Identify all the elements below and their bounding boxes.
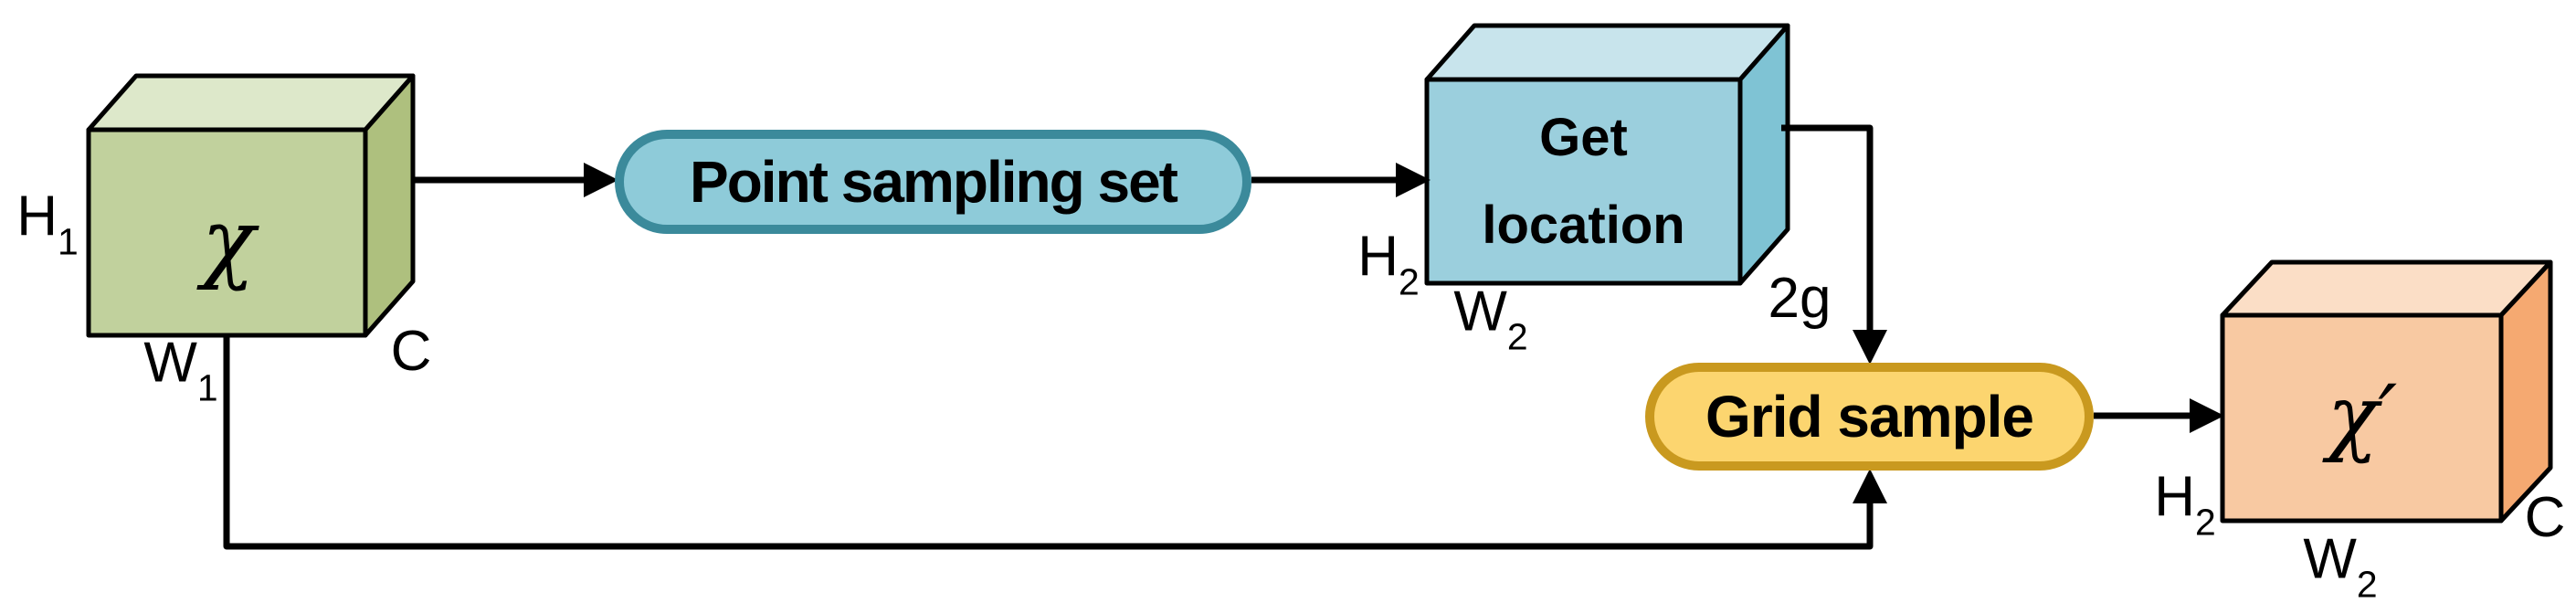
get-location-height-label: H2	[1357, 225, 1420, 301]
input-height-label-base: H	[16, 185, 58, 249]
input-width-label-sub: 1	[196, 366, 218, 409]
arrow-point-sampling-to-get-location-head	[1396, 163, 1431, 197]
output-tensor-box	[2220, 259, 2553, 524]
input-tensor-symbol: χ	[201, 190, 256, 292]
input-width-label: W1	[143, 331, 217, 407]
input-tensor-top-face	[86, 73, 416, 132]
output-height-label-base: H	[2154, 465, 2196, 529]
arrow-get-location-to-grid-sample-head	[1853, 330, 1887, 365]
input-height-label-sub: 1	[58, 220, 79, 263]
arrow-input-bypass-to-grid-sample-head	[1853, 469, 1887, 503]
arrow-point-sampling-to-get-location	[1251, 163, 1431, 197]
output-height-label-sub: 2	[2195, 501, 2216, 544]
output-tensor-symbol: χ′	[2327, 367, 2398, 465]
input-height-label: H1	[16, 185, 79, 260]
arrow-input-to-point-sampling-head	[584, 163, 618, 197]
get-location-caption-line1: Get	[1539, 107, 1628, 167]
output-tensor-top-face	[2220, 259, 2553, 318]
input-channels-label: C	[390, 320, 432, 383]
arrow-get-location-to-grid-sample	[1781, 124, 1887, 365]
point-sampling-set-node: Point sampling set	[615, 130, 1251, 234]
grid-sample-node: Grid sample	[1645, 363, 2094, 471]
output-tensor-front-face	[2220, 312, 2504, 524]
get-location-channels-label: 2g	[1768, 267, 1832, 330]
output-width-label-sub: 2	[2356, 563, 2378, 603]
get-location-top-face	[1424, 23, 1790, 82]
input-tensor-front-face	[86, 127, 368, 338]
get-location-height-label-base: H	[1357, 225, 1399, 289]
arrow-grid-sample-to-output-head	[2190, 398, 2224, 433]
arrow-get-location-to-grid-sample-line	[1781, 124, 1874, 330]
arrow-input-to-point-sampling	[413, 163, 618, 197]
get-location-width-label-base: W	[1453, 280, 1507, 344]
get-location-box	[1424, 23, 1790, 286]
arrow-grid-sample-to-output	[2094, 398, 2224, 433]
input-width-label-base: W	[143, 331, 197, 395]
input-tensor-box	[86, 73, 416, 338]
get-location-height-label-sub: 2	[1399, 260, 1420, 303]
output-width-label: W2	[2303, 531, 2377, 603]
get-location-caption-line2: location	[1482, 195, 1685, 255]
output-width-label-base: W	[2303, 527, 2357, 591]
arrow-input-bypass-to-grid-sample	[223, 335, 1887, 550]
output-channels-label: C	[2524, 486, 2566, 549]
output-height-label: H2	[2154, 469, 2216, 541]
get-location-width-label-sub: 2	[1506, 315, 1528, 358]
get-location-caption: Get location	[1427, 79, 1740, 283]
get-location-width-label: W2	[1453, 280, 1527, 355]
arrow-input-bypass-to-grid-sample-line	[223, 335, 1874, 550]
